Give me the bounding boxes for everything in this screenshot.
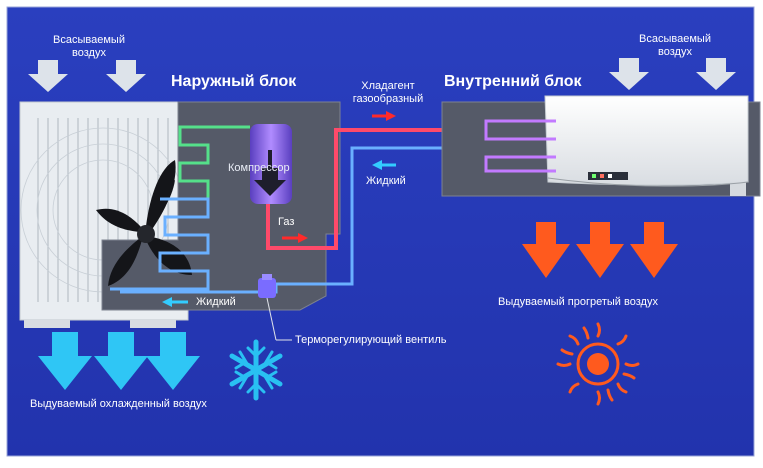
indoor-intake-label: Всасываемый воздух [620,33,730,59]
indoor-intake-line-1: Всасываемый [639,33,711,45]
cold-air-arrows [38,332,200,390]
warm-arrow-icon [630,222,678,278]
expansion-valve [258,274,292,341]
cold-arrow-icon [38,332,92,390]
warm-arrow-icon [576,222,624,278]
outdoor-liquid-arrow-icon [162,297,188,307]
intake-arrow-icon [28,60,68,92]
gas-arrow-icon [372,111,396,121]
valve-label: Терморегулирующий вентиль [295,334,447,346]
outdoor-intake-arrows [28,60,146,92]
warm-exhaust-label: Выдуваемый прогретый воздух [498,296,658,308]
cold-arrow-icon [94,332,148,390]
refrigerant-gas-line-1: Хладагент [361,80,415,92]
condenser-coil-liquid [110,197,210,291]
intake-arrow-icon [106,60,146,92]
evaporator-coil [484,119,556,173]
warm-arrow-icon [522,222,570,278]
refrigerant-gas-label: Хладагент газообразный [338,80,438,106]
cold-arrow-icon [146,332,200,390]
gas-label: Газ [278,216,295,228]
indoor-liquid-label: Жидкий [366,175,406,187]
intake-arrow-icon [696,58,736,90]
condenser-coil-gas [178,125,250,201]
compressor [250,124,292,204]
outdoor-intake-label: Всасываемый воздух [36,34,142,60]
liquid-arrow-icon [372,160,396,170]
compressor-gas-arrow-icon [282,233,308,243]
compressor-label: Компрессор [228,162,290,174]
outdoor-liquid-label: Жидкий [196,296,236,308]
outdoor-intake-line-2: воздух [72,47,106,59]
outdoor-unit-title: Наружный блок [171,73,297,90]
indoor-unit [441,95,761,197]
cold-exhaust-label: Выдуваемый охлажденный воздух [30,398,207,410]
refrigerant-gas-line-2: газообразный [352,93,424,105]
indoor-intake-line-2: воздух [658,46,692,58]
indoor-intake-arrows [609,58,736,90]
fan-icon [96,160,192,286]
warm-air-arrows [522,222,678,278]
intake-arrow-icon [609,58,649,90]
indoor-unit-title: Внутренний блок [444,73,582,90]
sun-icon [556,322,640,406]
snowflake-icon [229,339,283,401]
outdoor-intake-line-1: Всасываемый [53,34,125,46]
